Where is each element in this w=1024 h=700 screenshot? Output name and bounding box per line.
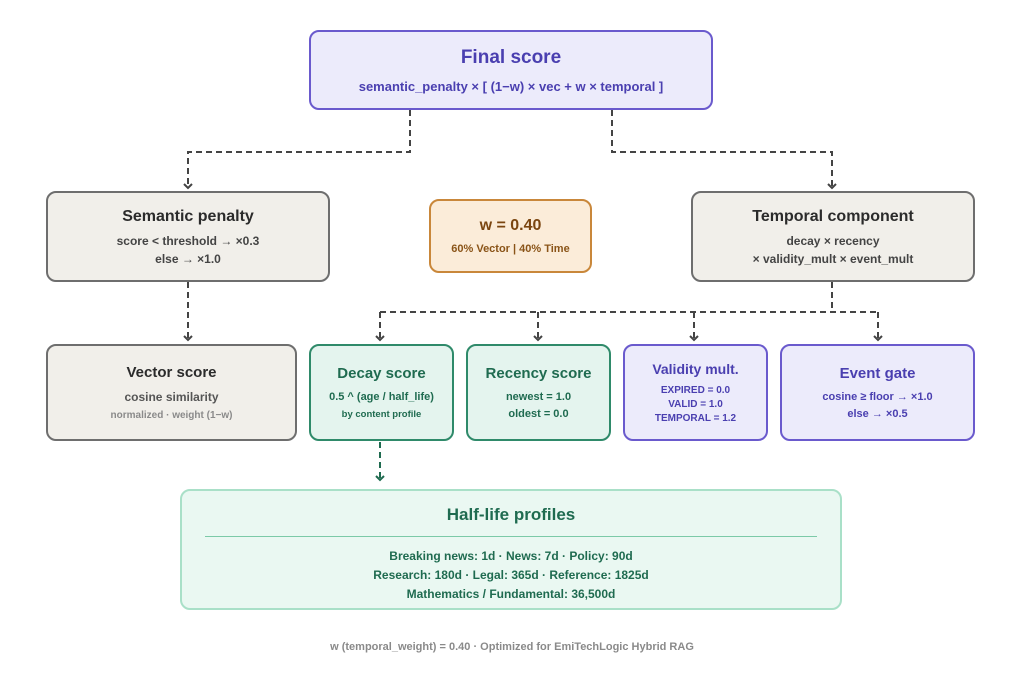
event-gate-box: Event gate cosine ≥ floor → ×1.0 else → … <box>780 344 975 441</box>
validity-valid: VALID = 1.0 <box>668 399 723 410</box>
event-gate-title: Event gate <box>839 365 916 382</box>
half-life-profiles-box: Half-life profiles Breaking news: 1d · N… <box>180 489 842 610</box>
temporal-component-box: Temporal component decay × recency × val… <box>691 191 975 282</box>
connector-final-to-semantic <box>183 110 411 190</box>
half-life-profiles-title: Half-life profiles <box>446 505 576 524</box>
semantic-penalty-title: Semantic penalty <box>122 207 254 225</box>
footer-caption: w (temporal_weight) = 0.40 · Optimized f… <box>330 641 694 653</box>
weight-box: w = 0.40 60% Vector | 40% Time <box>429 199 592 273</box>
recency-newest: newest = 1.0 <box>505 391 572 403</box>
recency-oldest: oldest = 0.0 <box>508 408 569 420</box>
final-score-title: Final score <box>460 46 562 68</box>
decay-score-formula: 0.5 ^ (age / half_life) <box>329 391 434 403</box>
recency-score-title: Recency score <box>485 365 592 382</box>
weight-title: w = 0.40 <box>479 217 542 234</box>
weight-split: 60% Vector | 40% Time <box>451 243 570 255</box>
half-life-line-1: Breaking news: 1d · News: 7d · Policy: 9… <box>389 549 633 563</box>
vector-score-title: Vector score <box>126 364 217 381</box>
semantic-penalty-box: Semantic penalty score < threshold → ×0.… <box>46 191 330 282</box>
half-life-line-2: Research: 180d · Legal: 365d · Reference… <box>373 568 649 582</box>
vector-score-note: normalized · weight (1−w) <box>110 410 233 421</box>
recency-score-box: Recency score newest = 1.0 oldest = 0.0 <box>466 344 611 441</box>
decay-score-title: Decay score <box>337 365 426 382</box>
validity-expired: EXPIRED = 0.0 <box>660 385 731 396</box>
temporal-component-formula-2: × validity_mult × event_mult <box>752 251 914 266</box>
connector-final-to-temporal <box>611 110 837 190</box>
decay-score-note: by content profile <box>341 409 422 420</box>
event-gate-rule-2: else → ×0.5 <box>847 408 908 420</box>
half-life-line-3: Mathematics / Fundamental: 36,500d <box>406 587 616 601</box>
final-score-formula: semantic_penalty × [ (1−w) × vec + w × t… <box>358 78 664 94</box>
decay-score-box: Decay score 0.5 ^ (age / half_life) by c… <box>309 344 454 441</box>
vector-score-desc: cosine similarity <box>124 390 219 404</box>
validity-mult-box: Validity mult. EXPIRED = 0.0 VALID = 1.0… <box>623 344 768 441</box>
final-score-box: Final score semantic_penalty × [ (1−w) ×… <box>309 30 713 110</box>
half-life-divider <box>205 536 817 537</box>
semantic-penalty-rule-1: score < threshold → ×0.3 <box>116 233 260 248</box>
temporal-component-title: Temporal component <box>752 207 914 225</box>
temporal-component-formula-1: decay × recency <box>786 233 880 248</box>
validity-temporal: TEMPORAL = 1.2 <box>654 413 737 424</box>
semantic-penalty-rule-2: else → ×1.0 <box>155 251 221 266</box>
validity-mult-title: Validity mult. <box>652 361 739 377</box>
event-gate-rule-1: cosine ≥ floor → ×1.0 <box>822 391 933 403</box>
vector-score-box: Vector score cosine similarity normalize… <box>46 344 297 441</box>
